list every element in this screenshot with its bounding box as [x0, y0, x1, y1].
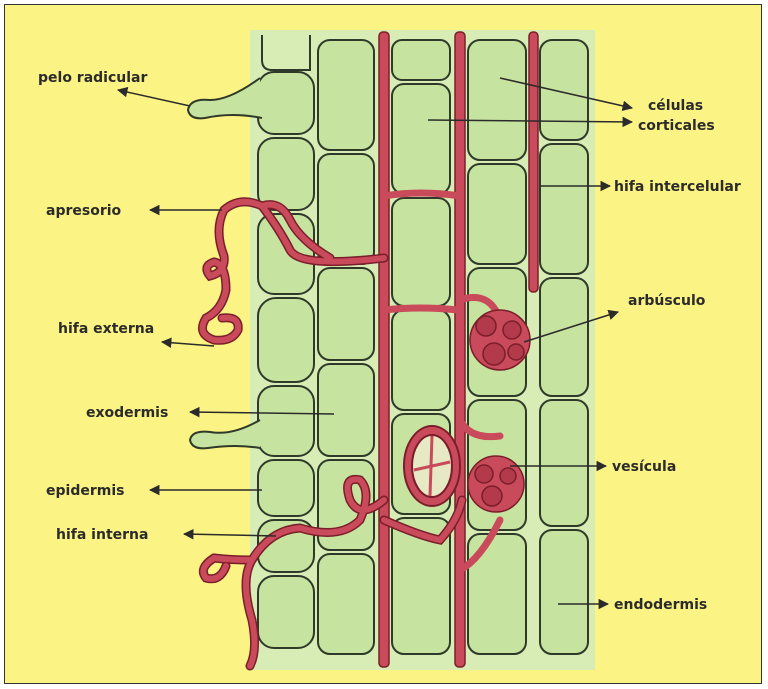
hifa-externa-arrow [162, 342, 214, 346]
pelo-radicular-arrow [118, 90, 190, 106]
label-arbusculo: arbúsculo [628, 293, 706, 309]
label-hifa-intercelular: hifa intercelular [614, 179, 741, 195]
arbuscule-upper [470, 310, 530, 370]
epidermis-cells [258, 35, 314, 648]
label-corticales: corticales [638, 118, 715, 134]
label-celulas: células [648, 98, 703, 114]
label-endodermis: endodermis [614, 597, 707, 613]
label-pelo-radicular: pelo radicular [38, 70, 147, 86]
label-hifa-interna: hifa interna [56, 527, 148, 543]
label-hifa-externa: hifa externa [58, 321, 154, 337]
arbuscule-lower [468, 456, 524, 512]
label-vesicula: vesícula [612, 459, 676, 475]
exodermis-cells [318, 40, 374, 654]
label-epidermis: epidermis [46, 483, 124, 499]
label-apresorio: apresorio [46, 203, 122, 219]
endodermis-cells [540, 40, 588, 654]
cortical-cells-1 [392, 40, 450, 654]
label-exodermis: exodermis [86, 405, 168, 421]
vesicle [404, 426, 460, 506]
